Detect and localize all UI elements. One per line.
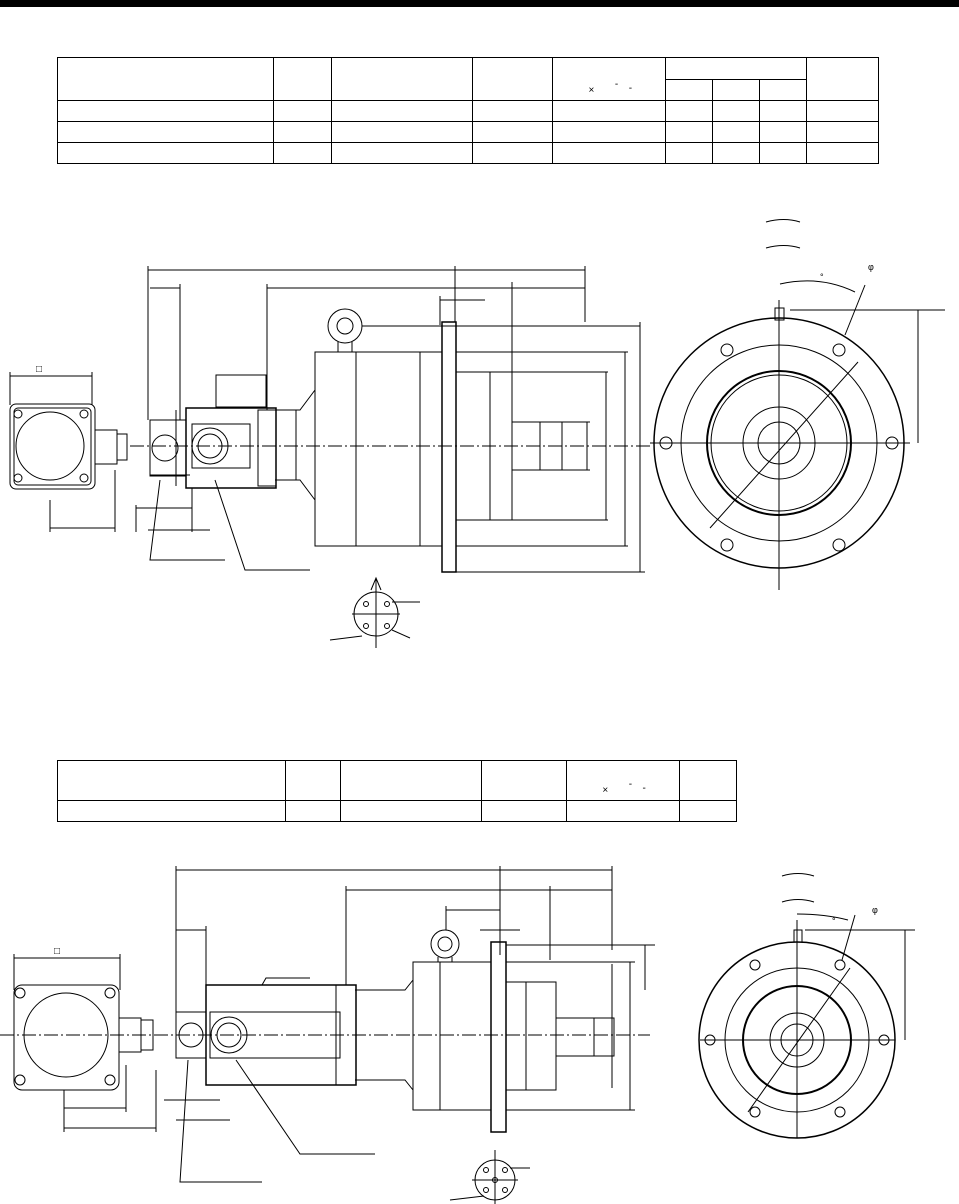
dash-mark: - <box>628 83 633 94</box>
spec-table-1: × - - <box>57 57 879 164</box>
dash-mark: - <box>614 79 619 90</box>
bolt-hole-group <box>705 960 889 1117</box>
table-row <box>57 100 879 122</box>
header-cell <box>806 57 879 101</box>
square-symbol: □ <box>54 946 61 957</box>
degree-symbol: ° <box>832 916 836 926</box>
times-mark: × <box>602 785 609 796</box>
drawing-2-flange-end-view <box>699 874 915 1139</box>
header-cell-dimension: × - - <box>552 57 667 101</box>
dash-mark: - <box>628 779 633 790</box>
header-cell <box>330 57 474 101</box>
dash-mark: - <box>642 783 646 794</box>
degree-symbol: ° <box>820 272 824 282</box>
table-row <box>57 800 737 822</box>
spec-table-2: × - - <box>57 760 737 822</box>
drawing-2-side-view <box>0 866 655 1182</box>
times-mark: × <box>588 85 595 96</box>
drawing-1-connector-view <box>330 578 420 648</box>
phi-symbol: φ <box>872 905 878 915</box>
header-cell <box>284 760 341 801</box>
drawing-1-flange-end-view <box>650 220 945 591</box>
drawing-2-connector-view <box>450 1150 530 1204</box>
top-rule <box>0 0 959 7</box>
header-cell <box>339 760 483 801</box>
phi-symbol: φ <box>868 262 874 272</box>
table-row <box>57 121 879 143</box>
drawing-2-motor-end-view <box>14 954 153 1090</box>
square-symbol: □ <box>36 364 43 375</box>
header-cell <box>679 760 737 801</box>
bolt-hole-group <box>660 344 898 551</box>
drawing-1-motor-end-view <box>10 372 127 489</box>
drawing-1-side-view <box>50 266 650 572</box>
table-row <box>57 142 879 164</box>
